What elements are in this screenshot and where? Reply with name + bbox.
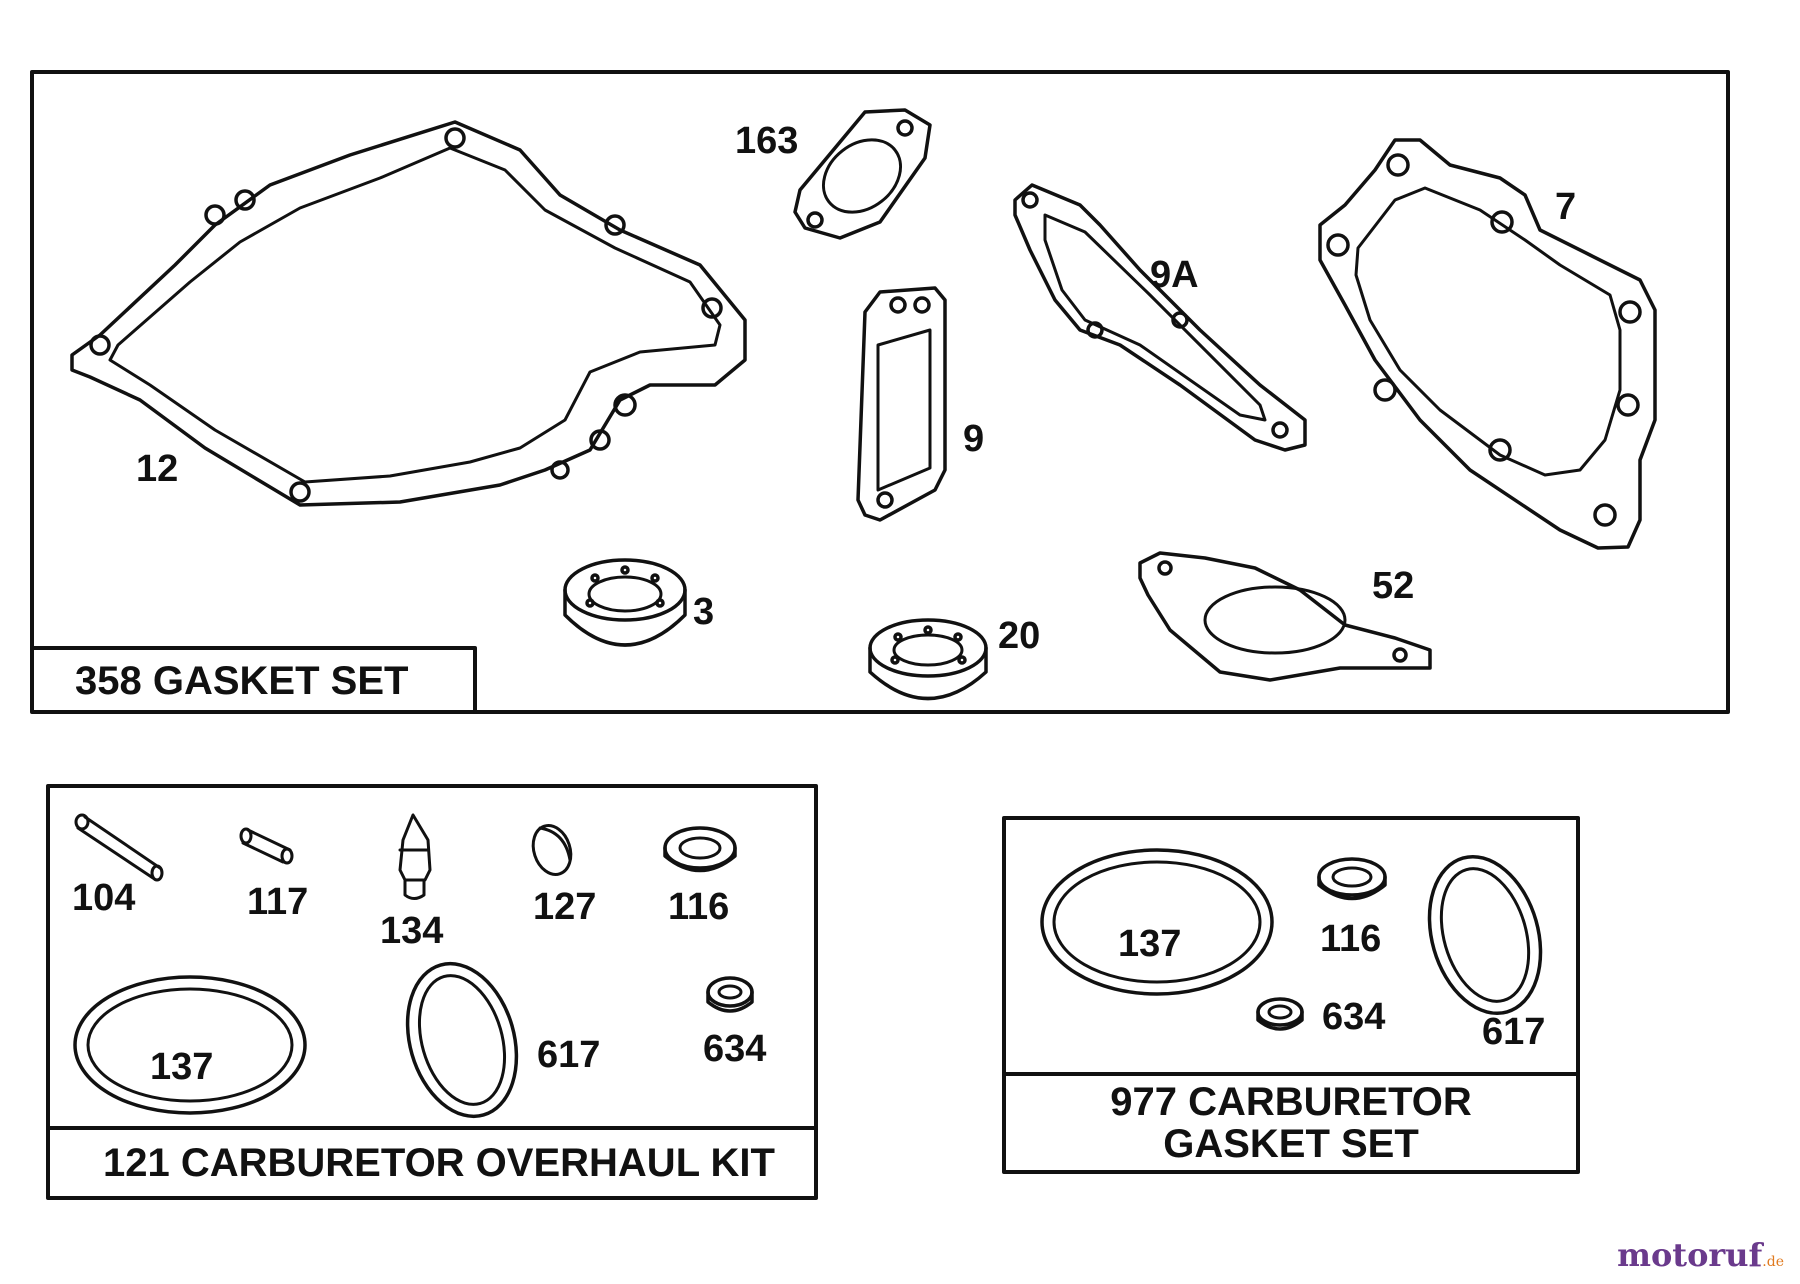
callout-104: 104 [72, 877, 136, 919]
part-617-ring-kit [405, 961, 519, 1119]
carb-gasket-set-frame [1002, 816, 1580, 1174]
callout-52: 52 [1372, 565, 1415, 607]
carb-gasket-set-title-line2: GASKET SET [1163, 1122, 1419, 1166]
callout-9a: 9A [1150, 254, 1199, 296]
callout-117: 117 [247, 881, 309, 923]
callout-7: 7 [1555, 186, 1577, 228]
part-617-ring-set [1427, 854, 1543, 1016]
part-104-pin [74, 813, 164, 882]
gasket-set-title-box [30, 646, 477, 714]
part-52-gasket [1138, 551, 1432, 682]
part-9a-gasket [1013, 183, 1307, 452]
overhaul-kit-title: 121 CARBURETOR OVERHAUL KIT [103, 1141, 775, 1185]
part-634-washer-kit [706, 976, 754, 1013]
callout-634-set: 634 [1322, 996, 1386, 1038]
gasket-set-title: 358 GASKET SET [75, 659, 409, 703]
part-127-plug [531, 824, 573, 876]
part-117-pin [239, 827, 294, 865]
callout-137-set: 137 [1118, 923, 1182, 965]
callout-134: 134 [380, 910, 444, 952]
part-134-needle [398, 813, 432, 900]
part-137-gasket-kit [73, 975, 307, 1115]
callout-617-set: 617 [1482, 1011, 1546, 1053]
watermark-brand: motoruf [1617, 1236, 1763, 1274]
carb-gasket-set-title: 977 CARBURETOR GASKET SET [1004, 1081, 1578, 1165]
callout-3: 3 [693, 591, 715, 633]
part-634-washer-set [1256, 997, 1304, 1031]
callout-137: 137 [150, 1046, 214, 1088]
callout-617: 617 [537, 1034, 601, 1076]
carb-gasket-set-title-line1: 977 CARBURETOR [1110, 1080, 1472, 1124]
callout-116-set: 116 [1320, 918, 1382, 960]
part-116-washer-set [1317, 857, 1387, 901]
overhaul-kit-frame [46, 784, 818, 1200]
gasket-set-frame [30, 70, 1730, 714]
callout-163: 163 [735, 120, 799, 162]
callout-9: 9 [963, 418, 985, 460]
part-163-gasket [793, 108, 932, 240]
watermark-tld: .de [1762, 1254, 1784, 1270]
part-137-gasket-set [1040, 848, 1274, 996]
callout-634: 634 [703, 1028, 767, 1070]
part-7-head-gasket [1318, 138, 1657, 550]
part-9-gasket [856, 286, 947, 522]
part-12-crankcase-gasket [70, 120, 747, 507]
part-116-washer [663, 826, 737, 873]
part-20-seal [868, 618, 988, 701]
callout-12: 12 [136, 448, 179, 490]
callout-116: 116 [668, 886, 730, 928]
part-3-seal [563, 558, 687, 647]
watermark-logo[interactable]: motoruf.de [1617, 1236, 1784, 1274]
callout-127: 127 [533, 886, 597, 928]
callout-20: 20 [998, 615, 1041, 657]
